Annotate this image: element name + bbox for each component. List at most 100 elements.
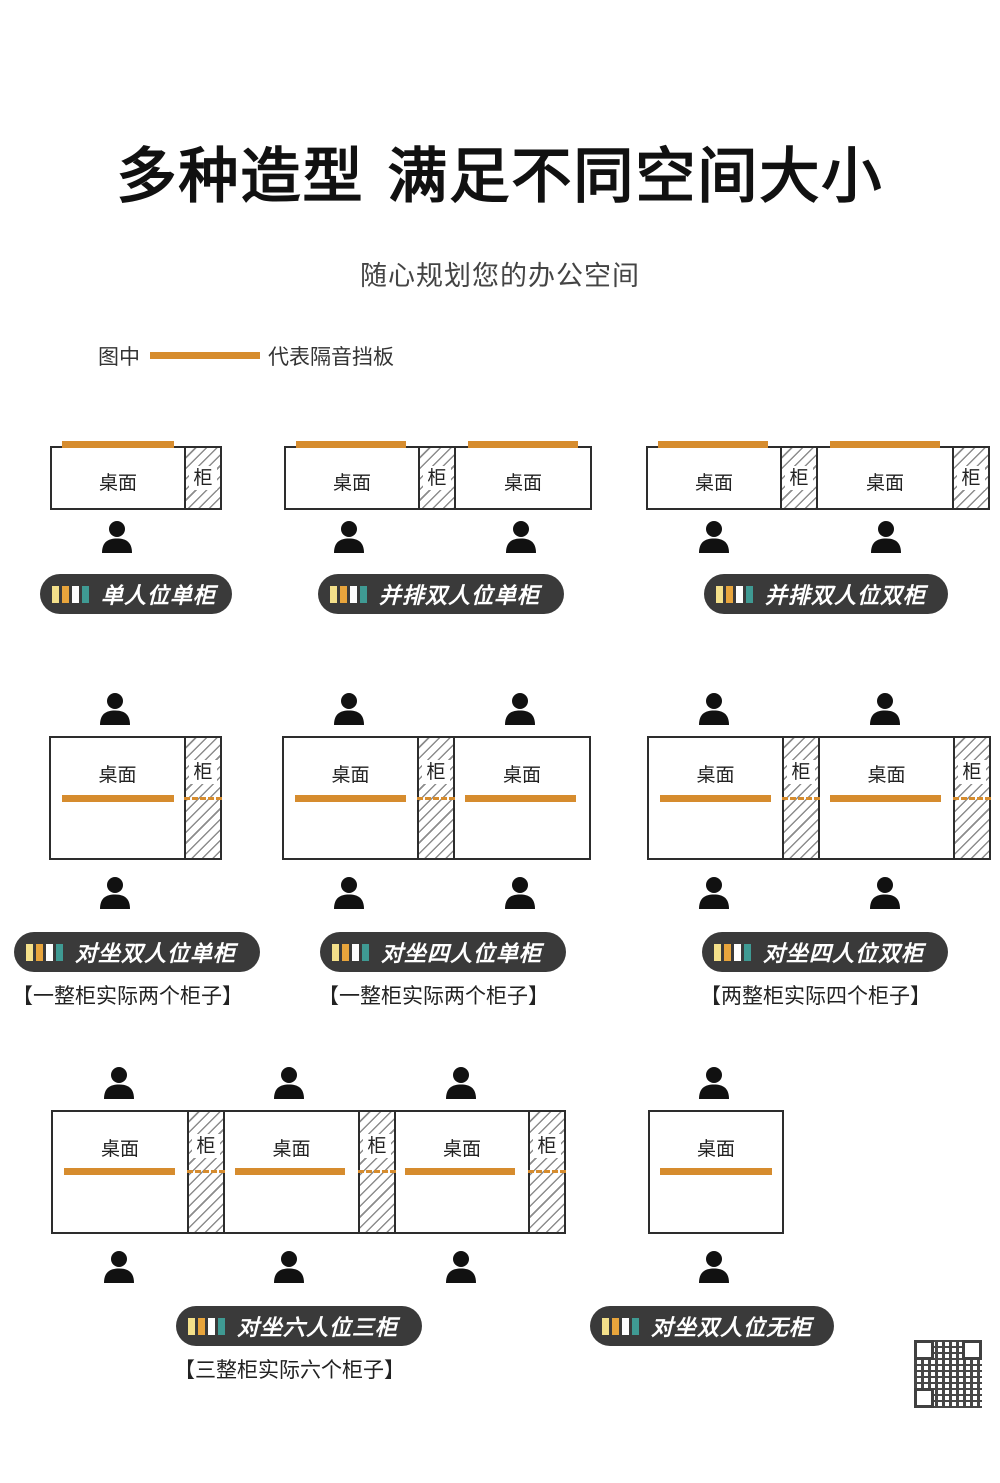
partition-bar <box>62 795 174 802</box>
person-icon <box>699 1251 729 1283</box>
partition-dashed <box>953 797 991 800</box>
partition-bar <box>830 795 941 802</box>
config-name: 并排双人位单柜 <box>379 584 541 609</box>
person-icon <box>100 877 130 909</box>
stripes-icon <box>332 943 369 961</box>
cabinet-label: 柜 <box>422 760 450 784</box>
config-badge: 单人位单柜 <box>40 574 232 614</box>
partition-bar <box>64 1168 175 1175</box>
partition-bar <box>295 795 406 802</box>
partition-dashed <box>528 1170 566 1173</box>
cabinet-label: 柜 <box>785 466 813 490</box>
cabinet-label: 柜 <box>363 1134 391 1158</box>
person-icon <box>870 877 900 909</box>
partition-bar <box>658 441 768 448</box>
config-name: 单人位单柜 <box>101 584 217 609</box>
stripes-icon <box>716 585 753 603</box>
partition-bar <box>296 441 406 448</box>
partition-bar <box>468 441 578 448</box>
person-icon <box>505 693 535 725</box>
partition-dashed <box>358 1170 396 1173</box>
config-badge: 并排双人位单柜 <box>318 574 564 614</box>
desk-label: 桌面 <box>100 1138 139 1160</box>
config-badge: 并排双人位双柜 <box>704 574 948 614</box>
person-icon <box>446 1067 476 1099</box>
person-icon <box>104 1251 134 1283</box>
config-name: 并排双人位双柜 <box>765 584 927 609</box>
person-icon <box>334 877 364 909</box>
config-badge: 对坐双人位单柜 <box>14 932 260 972</box>
config-note: 【一整柜实际两个柜子】 <box>12 984 243 1008</box>
cabinet-label: 柜 <box>958 760 986 784</box>
person-icon <box>699 1067 729 1099</box>
stripes-icon <box>714 943 751 961</box>
partition-dashed <box>782 797 820 800</box>
partition-bar <box>660 1168 772 1175</box>
legend-suffix: 代表隔音挡板 <box>268 345 394 369</box>
cabinet-label: 柜 <box>957 466 985 490</box>
partition-bar <box>62 441 174 448</box>
desk-surface: 桌面 <box>50 446 186 510</box>
desk-label: 桌面 <box>696 764 735 786</box>
config-note: 【一整柜实际两个柜子】 <box>318 984 549 1008</box>
cabinet: 柜 <box>780 446 818 510</box>
person-icon <box>334 521 364 553</box>
partition-dashed <box>417 797 455 800</box>
partition-bar <box>235 1168 345 1175</box>
config-note: 【两整柜实际四个柜子】 <box>700 984 931 1008</box>
desk-label: 桌面 <box>865 472 904 494</box>
cabinet-label: 柜 <box>189 760 217 784</box>
person-icon <box>699 521 729 553</box>
desk-label: 桌面 <box>696 1138 735 1160</box>
person-icon <box>871 521 901 553</box>
config-name: 对坐四人位双柜 <box>763 942 925 967</box>
partition-bar <box>660 795 771 802</box>
config-badge: 对坐四人位双柜 <box>702 932 948 972</box>
person-icon <box>274 1067 304 1099</box>
config-name: 对坐六人位三柜 <box>237 1316 399 1341</box>
person-icon <box>505 877 535 909</box>
desk-surface: 桌面 <box>816 446 954 510</box>
cabinet-label: 柜 <box>787 760 815 784</box>
qr-code <box>914 1340 982 1408</box>
person-icon <box>699 693 729 725</box>
page-title: 多种造型 满足不同空间大小 <box>116 142 884 212</box>
partition-dashed <box>187 1170 225 1173</box>
desk-label: 桌面 <box>98 472 137 494</box>
cabinet: 柜 <box>418 446 456 510</box>
config-note: 【三整柜实际六个柜子】 <box>174 1358 405 1382</box>
partition-dashed <box>184 797 222 800</box>
config-name: 对坐双人位单柜 <box>75 942 237 967</box>
config-name: 对坐四人位单柜 <box>381 942 543 967</box>
cabinet-label: 柜 <box>192 1134 220 1158</box>
stripes-icon <box>602 1317 639 1335</box>
person-icon <box>870 693 900 725</box>
person-icon <box>446 1251 476 1283</box>
stripes-icon <box>26 943 63 961</box>
desk-label: 桌面 <box>503 472 542 494</box>
page-subtitle: 随心规划您的办公空间 <box>360 261 640 292</box>
cabinet-label: 柜 <box>423 466 451 490</box>
person-icon <box>100 693 130 725</box>
partition-bar <box>830 441 940 448</box>
desk-surface: 桌面 <box>646 446 782 510</box>
person-icon <box>274 1251 304 1283</box>
legend-prefix: 图中 <box>98 345 140 369</box>
person-icon <box>102 521 132 553</box>
desk-label: 桌面 <box>442 1138 481 1160</box>
legend-partition-swatch <box>150 352 260 359</box>
config-name: 对坐双人位无柜 <box>651 1316 813 1341</box>
person-icon <box>699 877 729 909</box>
desk-surface: 桌面 <box>284 446 420 510</box>
cabinet-label: 柜 <box>189 466 217 490</box>
desk-label: 桌面 <box>332 472 371 494</box>
cabinet: 柜 <box>952 446 990 510</box>
cabinet: 柜 <box>184 446 222 510</box>
desk-label: 桌面 <box>502 764 541 786</box>
partition-bar <box>465 795 576 802</box>
desk-label: 桌面 <box>331 764 370 786</box>
stripes-icon <box>330 585 367 603</box>
desk-label: 桌面 <box>867 764 906 786</box>
desk-label: 桌面 <box>98 764 137 786</box>
person-icon <box>104 1067 134 1099</box>
